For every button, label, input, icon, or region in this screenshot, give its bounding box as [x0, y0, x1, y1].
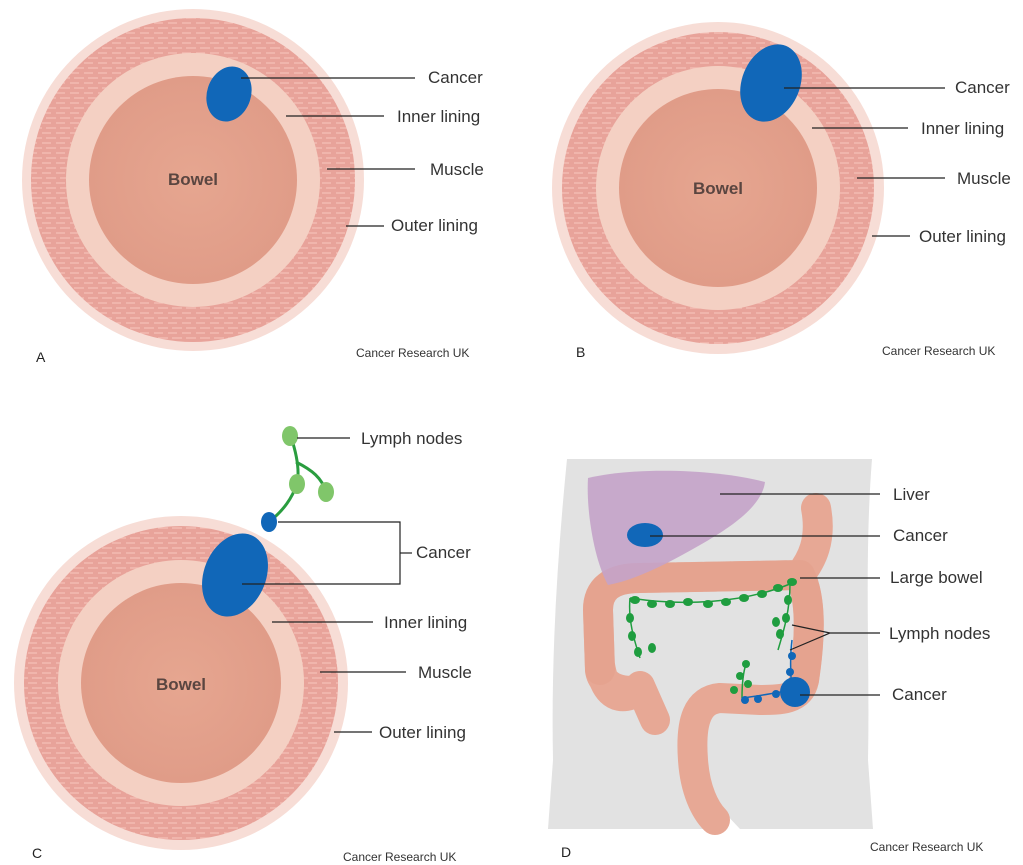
- liver-label: Liver: [893, 485, 930, 504]
- bowel-label: Bowel: [168, 170, 218, 189]
- bowel-label: Bowel: [156, 675, 206, 694]
- cancer-in-lymph-node: [261, 512, 277, 532]
- muscle-label: Muscle: [430, 160, 484, 179]
- outer-lining-label: Outer lining: [391, 216, 478, 235]
- cancer-label: Cancer: [428, 68, 483, 87]
- panel-b: Bowel Cancer Inner lining Muscle Outer l…: [552, 22, 1011, 360]
- large-bowel-label: Large bowel: [890, 568, 983, 587]
- cancer-in-bowel: [780, 677, 810, 707]
- lymph-node: [282, 426, 298, 446]
- cancer-label: Cancer: [955, 78, 1010, 97]
- inner-lining-label: Inner lining: [384, 613, 467, 632]
- credit-text: Cancer Research UK: [356, 346, 469, 360]
- credit-text: Cancer Research UK: [870, 840, 983, 854]
- lymph-node: [289, 474, 305, 494]
- muscle-label: Muscle: [418, 663, 472, 682]
- credit-text: Cancer Research UK: [343, 850, 456, 864]
- panel-c: Bowel Lymph nodes Cancer Inner lining Mu…: [14, 426, 472, 864]
- lymph-node: [318, 482, 334, 502]
- bowel-label: Bowel: [693, 179, 743, 198]
- panel-a: Bowel Cancer Inner lining Muscle Outer l…: [22, 9, 484, 365]
- panel-letter-d: D: [561, 844, 571, 860]
- cancer-liver-label: Cancer: [893, 526, 948, 545]
- muscle-label: Muscle: [957, 169, 1011, 188]
- inner-lining-label: Inner lining: [397, 107, 480, 126]
- inner-lining-label: Inner lining: [921, 119, 1004, 138]
- outer-lining-label: Outer lining: [379, 723, 466, 742]
- credit-text: Cancer Research UK: [882, 344, 995, 358]
- lymph-nodes-label: Lymph nodes: [889, 624, 990, 643]
- panel-letter-c: C: [32, 845, 42, 861]
- cancer-in-liver: [627, 523, 663, 547]
- panel-d: Liver Cancer Large bowel Lymph nodes Can…: [548, 459, 990, 860]
- panel-letter-a: A: [36, 349, 46, 365]
- lymph-nodes-label: Lymph nodes: [361, 429, 462, 448]
- panel-letter-b: B: [576, 344, 585, 360]
- outer-lining-label: Outer lining: [919, 227, 1006, 246]
- cancer-bowel-label: Cancer: [892, 685, 947, 704]
- cancer-label: Cancer: [416, 543, 471, 562]
